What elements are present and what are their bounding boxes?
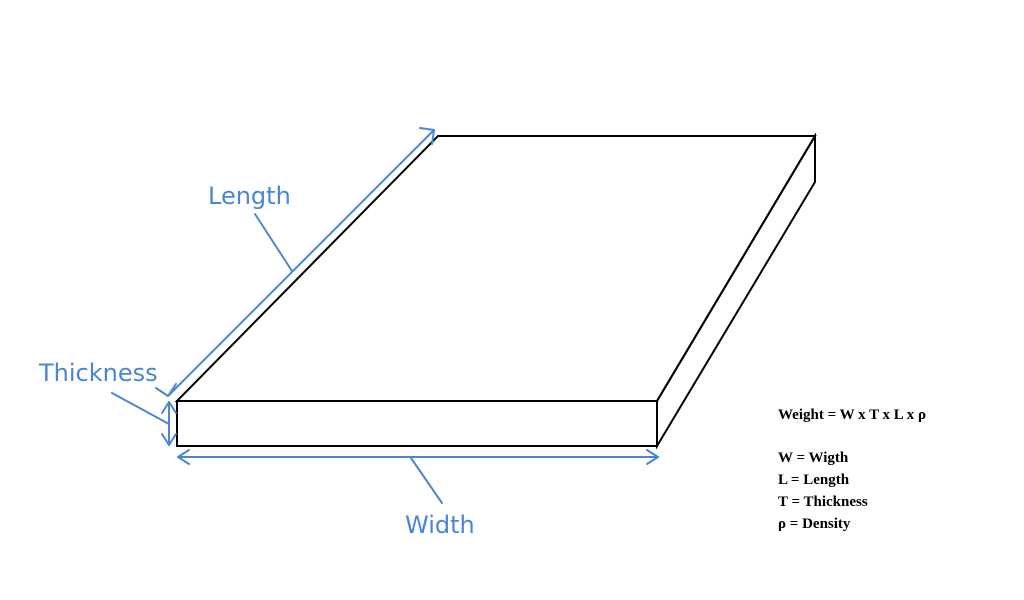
definition-l: L = Length (778, 472, 850, 488)
definition-rho: ρ = Density (778, 516, 851, 532)
weight-formula: Weight = W x T x L x ρ (778, 407, 926, 423)
thickness-label: Thickness (38, 359, 158, 387)
plate-side-face (656, 132, 816, 450)
formula-legend: Weight = W x T x L x ρ W = Wigth L = Len… (778, 407, 926, 532)
definition-t: T = Thickness (778, 494, 868, 510)
thickness-leader-line (111, 392, 170, 425)
length-dimension-line (155, 127, 435, 397)
definition-w: W = Wigth (778, 450, 849, 466)
plate-front-face (176, 400, 658, 447)
plate-top-face (174, 135, 817, 402)
length-label: Length (208, 182, 291, 210)
length-leader-line (254, 213, 293, 272)
width-label: Width (405, 511, 475, 539)
plate-shape (174, 132, 817, 450)
width-leader-line (410, 457, 443, 504)
width-dimension-line (177, 449, 659, 465)
